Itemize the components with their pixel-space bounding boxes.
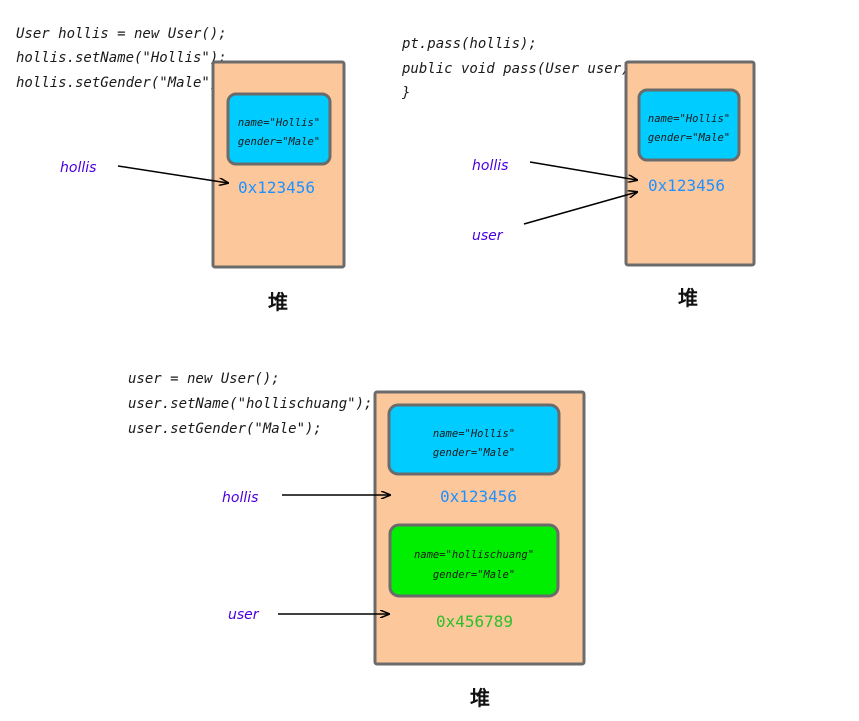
panel2-pointer-hollis: hollis	[472, 158, 508, 174]
panel1-object-name: name="Hollis"	[238, 117, 320, 129]
panel3-address2: 0x456789	[436, 612, 513, 631]
panel-3: user = new User(); user.setName("hollisc…	[128, 371, 586, 710]
panel3-heap-label: 堆	[470, 686, 490, 710]
panel1-code-line-3: hollis.setGender("Male");	[16, 75, 227, 91]
panel3-code-line-2: user.setName("hollischuang");	[128, 396, 372, 412]
panel1-address: 0x123456	[238, 178, 315, 197]
panel3-object1-name: name="Hollis"	[433, 428, 515, 440]
panel2-arrow-user	[523, 192, 637, 225]
panel3-object1-box	[387, 403, 561, 476]
panel2-arrow-hollis	[529, 161, 637, 180]
panel3-object2-name: name="hollischuang"	[414, 549, 534, 561]
panel2-pointer-user: user	[472, 228, 504, 244]
panel3-code-line-3: user.setGender("Male");	[128, 421, 322, 437]
panel2-code-line-3: }	[401, 85, 410, 101]
panel3-object2-gender: gender="Male"	[433, 569, 515, 581]
panel1-arrow-hollis	[117, 165, 228, 183]
panel2-code-line-1: pt.pass(hollis);	[401, 36, 537, 52]
panel1-object-box	[226, 92, 332, 166]
panel2-heap-label: 堆	[678, 286, 698, 310]
panel1-code-line-2: hollis.setName("Hollis");	[16, 50, 227, 66]
panel2-object-name: name="Hollis"	[648, 113, 730, 125]
panel3-object1-gender: gender="Male"	[433, 447, 515, 459]
panel1-object-gender: gender="Male"	[238, 136, 320, 148]
panel3-code-line-1: user = new User();	[128, 371, 280, 387]
panel3-address1: 0x123456	[440, 487, 517, 506]
panel-1: User hollis = new User(); hollis.setName…	[16, 26, 346, 314]
panel2-code-line-2: public void pass(User user) {	[401, 61, 647, 77]
panel2-object-box	[637, 88, 741, 162]
panel3-pointer-hollis: hollis	[222, 490, 258, 506]
panel1-pointer-hollis: hollis	[60, 160, 96, 176]
panel1-code-line-1: User hollis = new User();	[16, 26, 227, 42]
panel2-address: 0x123456	[648, 176, 725, 195]
panel3-pointer-user: user	[228, 607, 260, 623]
panel2-object-gender: gender="Male"	[648, 132, 730, 144]
panel-2: pt.pass(hollis); public void pass(User u…	[401, 36, 756, 310]
panel1-heap-label: 堆	[268, 290, 288, 314]
panel3-object2-box	[388, 523, 560, 598]
